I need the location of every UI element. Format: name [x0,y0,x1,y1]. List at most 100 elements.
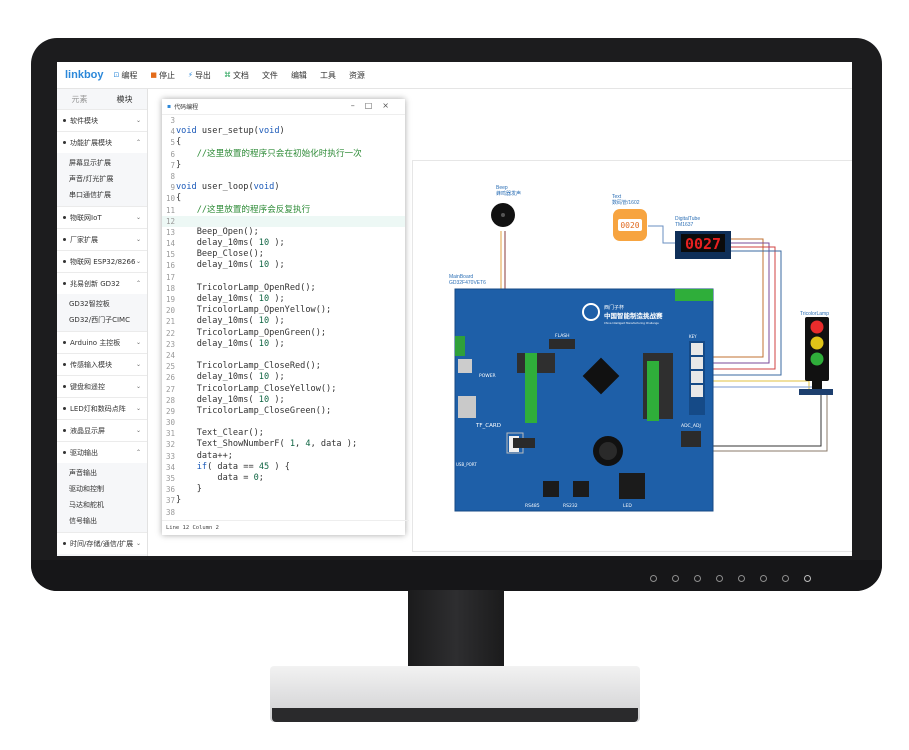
sidebar-category[interactable]: 驱动输出⌃ [57,441,147,463]
code-line[interactable]: 20 TricolorLamp_OpenYellow(); [162,305,405,316]
sidebar-subitem[interactable]: 驱动和控制 [69,485,104,493]
tab-elements[interactable]: 元素 [71,94,88,104]
code-line[interactable]: 27 TricolorLamp_CloseYellow(); [162,384,405,395]
code-line[interactable]: 17 [162,272,405,283]
category-list: 软件模块⌄功能扩展模块⌃ 屏幕显示扩展声音/灯光扩展串口通信扩展物联网IoT⌄厂家… [57,109,147,554]
code-line[interactable]: 33 data++; [162,451,405,462]
code-line[interactable]: 29 TricolorLamp_CloseGreen(); [162,406,405,417]
code-line[interactable]: 31 Text_Clear(); [162,428,405,439]
code-line[interactable]: 23 delay_10ms( 10 ); [162,339,405,350]
code-line[interactable]: 19 delay_10ms( 10 ); [162,294,405,305]
wire-tube-4 [653,250,782,376]
menu-file[interactable]: 文件 [261,70,278,80]
lcd-display [513,438,535,448]
sidebar-category[interactable]: 兆易创新 GD32⌃ [57,272,147,294]
maximize-icon[interactable]: □ [364,101,383,110]
sidebar-subitem[interactable]: 马达和舵机 [69,501,104,509]
sidebar-subitem[interactable]: 声音输出 [69,469,97,477]
sidebar-category[interactable]: 功能扩展模块⌃ [57,131,147,153]
sidebar-category[interactable]: 液晶显示屏⌄ [57,419,147,441]
sidebar-subitem[interactable]: 声音/灯光扩展 [69,175,114,183]
wire-lamp-4 [713,393,828,452]
design-canvas[interactable]: 0020 0027 [412,160,852,552]
code-line[interactable]: 32 Text_ShowNumberF( 1, 4, data ); [162,439,405,450]
line-number: 35 [165,474,175,483]
sidebar-category[interactable]: 厂家扩展⌄ [57,228,147,250]
code-line[interactable]: 3 [162,115,405,126]
rs232-chip [573,481,589,497]
code-line[interactable]: 21 delay_10ms( 10 ); [162,316,405,327]
code-window-icon: ▪ [167,103,172,110]
code-text: Beep_Open(); [176,226,259,237]
menu-docs[interactable]: ⌘文档 [223,70,249,80]
sidebar-category[interactable]: Arduino 主控板⌄ [57,331,147,353]
sidebar-category[interactable]: 物联网 ESP32/8266⌄ [57,250,147,272]
sidebar-category[interactable]: 物联网IoT⌄ [57,206,147,228]
sidebar-subitem[interactable]: 信号输出 [69,517,97,525]
board-subtitle: China Intelligent Manufacturing Challeng… [604,321,659,325]
minimize-icon[interactable]: – [350,101,365,110]
code-line[interactable]: 28 delay_10ms( 10 ); [162,395,405,406]
code-line[interactable]: 34 if( data == 45 ) { [162,462,405,473]
code-line[interactable]: 10{ [162,193,405,204]
sidebar-subitem[interactable]: GD32智控板 [69,300,110,308]
code-line[interactable]: 30 [162,417,405,428]
menu-program[interactable]: ⊡编程 [113,70,138,80]
menu-resources[interactable]: 资源 [348,70,365,80]
sidebar-category-label: 传感输入模块 [70,360,112,369]
chevron-up-icon: ⌃ [135,280,141,287]
code-line[interactable]: 24 [162,350,405,361]
code-line[interactable]: 18 TricolorLamp_OpenRed(); [162,283,405,294]
sidebar-category[interactable]: LED灯和数码点阵⌄ [57,397,147,419]
main-board[interactable] [455,289,713,511]
code-line[interactable]: 6 //这里放置的程序只会在初始化时执行一次 [162,149,405,160]
sidebar-category[interactable]: 软件模块⌄ [57,109,147,131]
code-text: delay_10ms( 10 ); [176,394,285,405]
sidebar-tabs: 元素 模块 [57,89,147,109]
line-number: 33 [165,451,175,461]
code-text: Beep_Close(); [176,249,264,260]
code-line[interactable]: 8 [162,171,405,182]
code-line[interactable]: 38 [162,507,405,518]
code-window-titlebar[interactable]: ▪ 代码编程 –□× [162,99,405,115]
menu-export[interactable]: ⚡导出 [188,70,211,80]
code-text: data++; [176,450,233,461]
sidebar-category[interactable]: 键盘和遥控⌄ [57,375,147,397]
code-line[interactable]: 11 //这里放置的程序会反复执行 [162,205,405,216]
code-line[interactable]: 13 Beep_Open(); [162,227,405,238]
bullet-icon [63,451,66,454]
code-line[interactable]: 12 [162,215,405,227]
menu-edit[interactable]: 编辑 [290,70,307,80]
code-line[interactable]: 25 TricolorLamp_CloseRed(); [162,361,405,372]
code-line[interactable]: 35 data = 0; [162,473,405,484]
sidebar-category[interactable]: 传感输入模块⌄ [57,353,147,375]
code-line[interactable]: 5{ [162,137,405,148]
code-line[interactable]: 37} [162,495,405,506]
left-pins [525,353,537,423]
code-line[interactable]: 14 delay_10ms( 10 ); [162,238,405,249]
code-line[interactable]: 22 TricolorLamp_OpenGreen(); [162,328,405,339]
sidebar-subitem[interactable]: 串口通信扩展 [69,191,111,199]
menu-tools[interactable]: 工具 [319,70,336,80]
code-line[interactable]: 16 delay_10ms( 10 ); [162,260,405,271]
code-line[interactable]: 7} [162,160,405,171]
code-line[interactable]: 26 delay_10ms( 10 ); [162,372,405,383]
sidebar-subitem[interactable]: 屏幕显示扩展 [69,159,111,167]
monitor-chin [31,560,882,591]
bullet-icon [63,407,66,410]
menu-stop[interactable]: ■停止 [150,70,176,80]
line-number: 14 [165,239,175,249]
line-number: 24 [165,350,175,360]
tab-modules[interactable]: 模块 [116,94,133,104]
code-line[interactable]: 15 Beep_Close(); [162,249,405,260]
code-line[interactable]: 36 } [162,484,405,495]
close-icon[interactable]: × [382,101,399,110]
sidebar-subitem[interactable]: GD32/西门子CIMC [69,316,130,324]
sidebar-category-label: 键盘和遥控 [70,382,105,391]
sidebar-category[interactable]: 时间/存储/通信/扩展⌄ [57,532,147,554]
